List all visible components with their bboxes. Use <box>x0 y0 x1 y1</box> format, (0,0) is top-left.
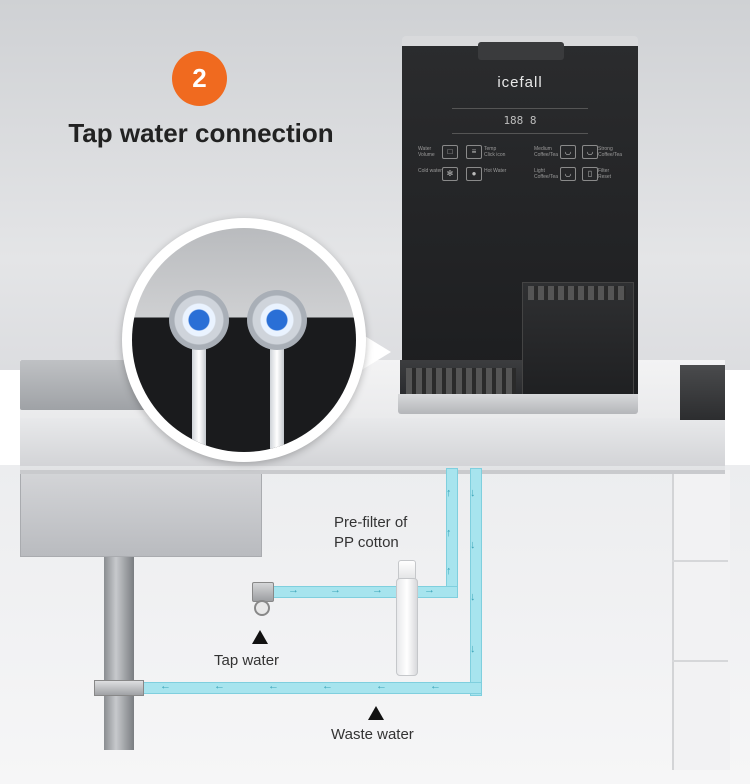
flow-arrow: ← <box>376 680 387 692</box>
coffee-cup-icon: ◡ <box>582 145 598 159</box>
flow-arrow: ← <box>214 680 225 692</box>
control-label: Filter Reset <box>598 168 612 180</box>
waste-pipe-vertical <box>470 468 482 696</box>
cabinet-line <box>672 660 728 662</box>
flow-arrow: → <box>288 584 299 596</box>
filter-icon: ▯ <box>582 167 598 181</box>
drop-icon: ● <box>466 167 482 181</box>
flow-arrow: → <box>330 584 341 596</box>
outlet-hose <box>270 338 284 452</box>
pp-cotton-prefilter <box>396 578 418 676</box>
step-badge: 2 <box>172 51 227 106</box>
flow-arrow: ↓ <box>470 487 476 499</box>
countertop-edge <box>20 418 725 466</box>
pointer-triangle-icon <box>252 630 268 644</box>
magnifier-view <box>132 228 356 452</box>
coffee-cup-icon: ◡ <box>560 145 576 159</box>
control-label: Cold water <box>418 168 442 174</box>
lcd-display: 188 8 <box>452 108 588 134</box>
flow-arrow: ↑ <box>446 565 452 577</box>
sink-basin <box>20 470 262 557</box>
flow-arrow: ↓ <box>470 591 476 603</box>
flow-arrow: ← <box>160 680 171 692</box>
cabinet-line <box>672 560 728 562</box>
coffee-cup-icon: ◡ <box>560 167 576 181</box>
flow-arrow: ↑ <box>446 527 452 539</box>
prefilter-label-line2: PP cotton <box>334 534 399 551</box>
thermometer-icon: ≡ <box>466 145 482 159</box>
prefilter-label-line1: Pre-filter of <box>334 514 408 531</box>
control-label: Temp Click icon <box>484 146 506 158</box>
drip-grill <box>406 368 516 394</box>
valve-knob-icon <box>254 600 270 616</box>
tank-vent <box>528 286 626 300</box>
countertop-appliance <box>680 365 725 420</box>
snowflake-icon: ✻ <box>442 167 458 181</box>
flow-arrow: ← <box>430 680 441 692</box>
cup-icon: □ <box>442 145 458 159</box>
drain-pipe <box>104 555 134 750</box>
tap-valve <box>252 582 274 602</box>
drain-clamp <box>94 680 144 696</box>
dispenser-top <box>402 36 638 46</box>
control-label: Medium Coffee/Tea <box>534 146 559 158</box>
tap-water-label: Tap water <box>214 652 280 669</box>
flow-arrow: ← <box>268 680 279 692</box>
control-label: Water Volume <box>418 146 435 158</box>
inlet-fitting <box>169 290 229 350</box>
outlet-fitting <box>247 290 307 350</box>
brand-logo: icefall <box>497 74 543 91</box>
inlet-hose <box>192 338 206 452</box>
flow-arrow: → <box>424 584 435 596</box>
flow-arrow: ← <box>322 680 333 692</box>
flow-arrow: ↓ <box>470 539 476 551</box>
control-label: Hot Water <box>484 168 507 174</box>
dispenser-lid <box>478 42 564 60</box>
waste-water-label: Waste water <box>331 726 414 743</box>
pointer-triangle-icon <box>368 706 384 720</box>
flow-arrow: ↑ <box>446 487 452 499</box>
control-label: Light Coffee/Tea <box>534 168 559 180</box>
flow-arrow: → <box>372 584 383 596</box>
step-title: Tap water connection <box>68 118 334 148</box>
water-tank <box>522 282 634 396</box>
dispenser-base <box>398 394 638 414</box>
cabinet-door <box>672 470 730 770</box>
control-label: Strong Coffee/Tea <box>598 146 623 158</box>
flow-arrow: ↓ <box>470 643 476 655</box>
